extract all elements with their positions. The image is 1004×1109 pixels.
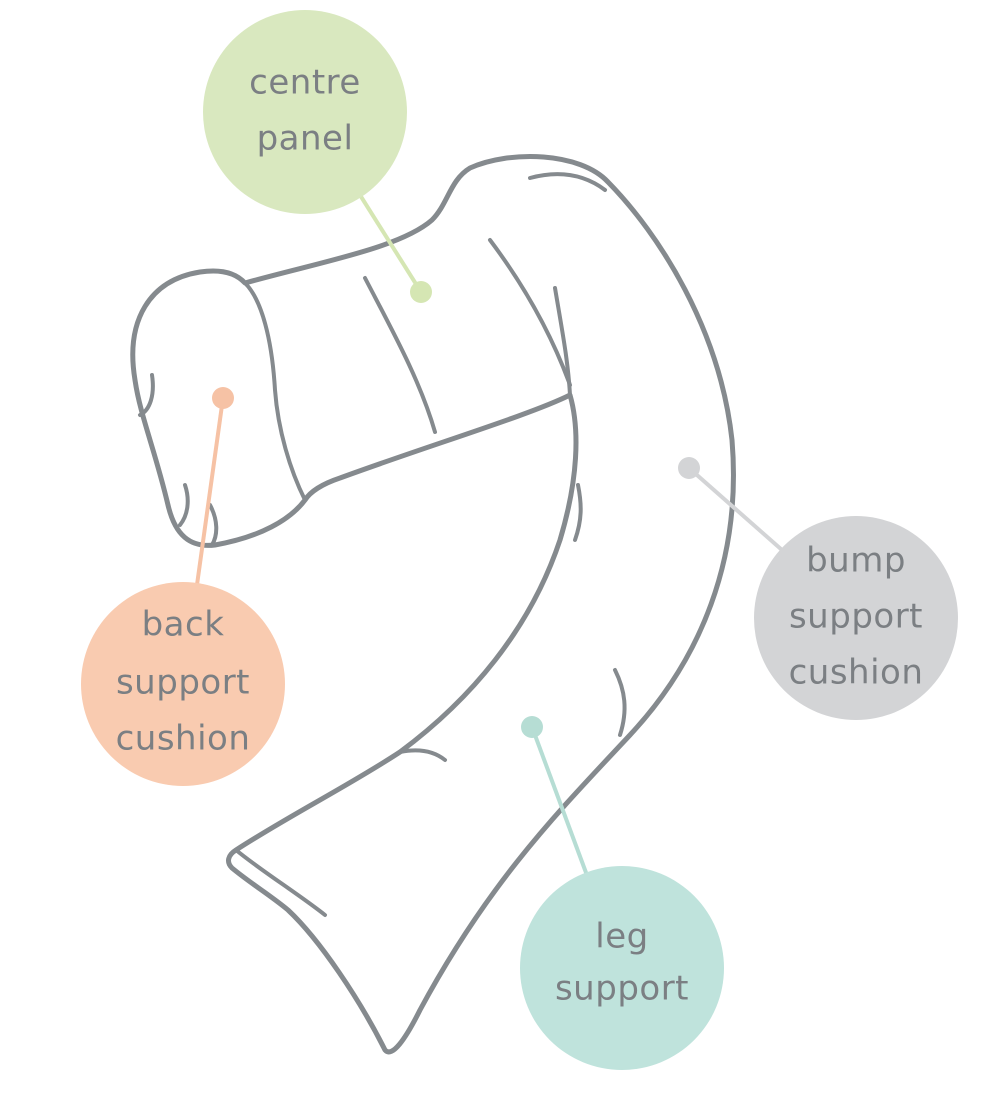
label-centre-panel: centre panel [203, 10, 407, 214]
back-fold-2 [178, 483, 190, 527]
centre-panel-bubble [203, 10, 407, 214]
leg-support-line-2: support [555, 969, 689, 1009]
callout-connectors [194, 193, 784, 879]
leg-support-bubble [520, 866, 724, 1070]
back-cushion-connector [194, 397, 225, 593]
back-cushion-cap [243, 281, 307, 502]
pillow-outline [130, 154, 736, 1055]
tail-fold-2 [398, 748, 447, 762]
centre-panel-connector [358, 193, 423, 294]
centre-panel-line-1: centre [249, 63, 361, 103]
bump-cushion-line-1: bump [806, 541, 906, 581]
leg-support-connector [530, 726, 590, 879]
centre-fold-1 [363, 276, 437, 434]
back-cushion-line-2: support [116, 663, 250, 703]
curve-fold-2 [613, 668, 627, 737]
pillow-body [130, 154, 736, 1055]
bump-cushion-bubble [754, 516, 958, 720]
back-fold-1 [138, 373, 155, 417]
curve-fold-1 [573, 483, 583, 542]
back-cushion-dot [212, 387, 234, 409]
top-fold-1 [528, 172, 607, 192]
centre-panel-line-2: panel [257, 119, 354, 159]
back-cushion-bubble [81, 582, 285, 786]
bump-cushion-line-3: cushion [789, 653, 924, 693]
label-bump-support-cushion: bump support cushion [754, 516, 958, 720]
bump-cushion-line-2: support [789, 597, 923, 637]
back-cushion-line-3: cushion [116, 719, 251, 759]
label-back-support-cushion: back support cushion [81, 582, 285, 786]
centre-fold-3 [553, 286, 572, 397]
bump-cushion-dot [678, 457, 700, 479]
leg-support-dot [521, 716, 543, 738]
leg-support-line-1: leg [595, 917, 648, 957]
back-cushion-line-1: back [142, 605, 225, 645]
back-fold-3 [208, 503, 219, 547]
bump-cushion-connector [687, 466, 784, 552]
centre-panel-dot [410, 281, 432, 303]
tail-fold-1 [234, 848, 327, 917]
label-leg-support: leg support [520, 866, 724, 1070]
centre-fold-2 [488, 238, 572, 387]
